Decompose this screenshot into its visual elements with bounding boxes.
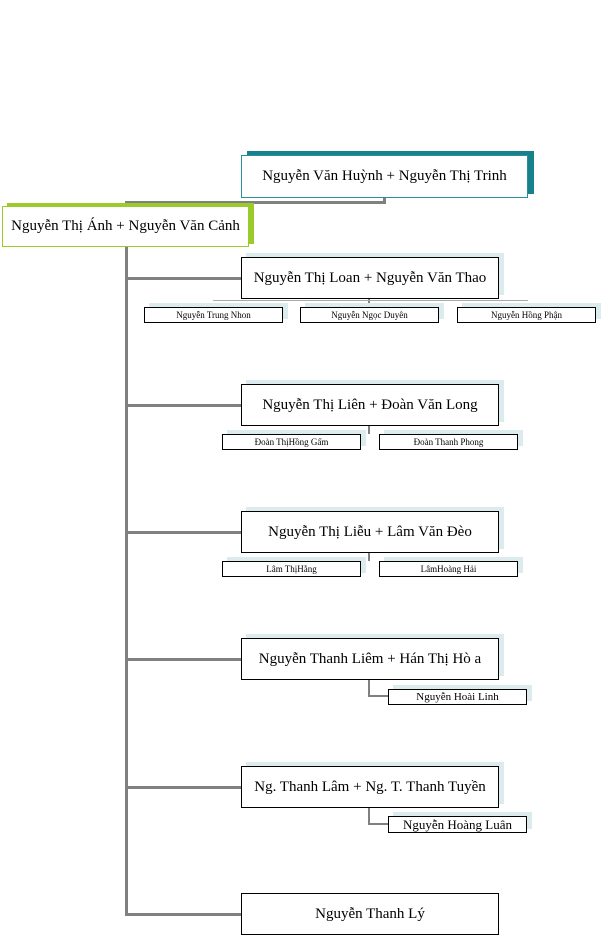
family-box-5[interactable]: Ng. Thanh Lâm + Ng. T. Thanh Tuyền <box>241 766 499 808</box>
connector-f5-drop <box>368 808 370 825</box>
connector-f4-drop <box>368 680 370 697</box>
family-box-6[interactable]: Nguyễn Thanh Lý <box>241 893 499 935</box>
child-label-2-2: Đoàn Thanh Phong <box>413 437 484 447</box>
child-label-1-1: Nguyễn Trung Nhon <box>176 310 251 320</box>
family-label-3: Nguyễn Thị Liễu + Lâm Văn Đèo <box>268 523 472 540</box>
family-label-2: Nguyễn Thị Liên + Đoàn Văn Long <box>262 396 478 413</box>
family-label-5: Ng. Thanh Lâm + Ng. T. Thanh Tuyền <box>254 778 486 795</box>
family-label-1: Nguyễn Thị Loan + Nguyễn Văn Thao <box>253 269 487 286</box>
connector-root-drop <box>383 197 386 203</box>
child-box-1-2[interactable]: Nguyễn Ngọc Duyên <box>300 307 439 323</box>
family-box-1[interactable]: Nguyễn Thị Loan + Nguyễn Văn Thao <box>241 257 499 299</box>
child-label-1-2: Nguyễn Ngọc Duyên <box>331 310 408 320</box>
child-box-2-1[interactable]: Đoàn ThịHồng Gấm <box>222 434 361 450</box>
child-box-4-1[interactable]: Nguyễn Hoài Linh <box>388 689 527 705</box>
child-box-2-2[interactable]: Đoàn Thanh Phong <box>379 434 518 450</box>
child-box-3-2[interactable]: LâmHoàng Hải <box>379 561 518 577</box>
connector-branch-6 <box>125 913 242 916</box>
connector-anh-stub <box>125 201 128 207</box>
family-label-4: Nguyễn Thanh Liêm + Hán Thị Hò a <box>258 650 482 667</box>
child-box-5-1[interactable]: Nguyễn Hoàng Luân <box>388 816 527 833</box>
connector-branch-5 <box>125 786 242 789</box>
child-label-4-1: Nguyễn Hoài Linh <box>416 691 499 703</box>
family-box-2[interactable]: Nguyễn Thị Liên + Đoàn Văn Long <box>241 384 499 426</box>
family-box-4[interactable]: Nguyễn Thanh Liêm + Hán Thị Hò a <box>241 638 499 680</box>
connector-f3-drop <box>368 553 370 561</box>
connector-branch-3 <box>125 531 242 534</box>
child-label-5-1: Nguyễn Hoàng Luân <box>402 816 513 832</box>
connector-trunk <box>125 247 128 916</box>
child-box-1-1[interactable]: Nguyễn Trung Nhon <box>144 307 283 323</box>
child-label-3-1: Lâm ThịHằng <box>266 564 317 574</box>
child-label-2-1: Đoàn ThịHồng Gấm <box>254 437 329 447</box>
connector-branch-1 <box>125 277 242 280</box>
family-label-6: Nguyễn Thanh Lý <box>315 905 425 922</box>
connector-root-to-anh <box>125 201 386 204</box>
root-couple-label: Nguyễn Văn Huỳnh + Nguyễn Thị Trinh <box>262 168 507 184</box>
connector-f2-drop <box>368 426 370 434</box>
anh-couple-box[interactable]: Nguyễn Thị Ánh + Nguyễn Văn Cảnh <box>2 206 249 247</box>
child-box-1-3[interactable]: Nguyễn Hồng Phận <box>457 307 596 323</box>
connector-f1-bar <box>213 300 528 301</box>
child-label-3-2: LâmHoàng Hải <box>420 564 477 574</box>
connector-f5-hook <box>368 823 389 825</box>
child-label-1-3: Nguyễn Hồng Phận <box>491 310 562 320</box>
connector-branch-4 <box>125 658 242 661</box>
family-box-3[interactable]: Nguyễn Thị Liễu + Lâm Văn Đèo <box>241 511 499 553</box>
root-couple-box[interactable]: Nguyễn Văn Huỳnh + Nguyễn Thị Trinh <box>241 155 528 198</box>
connector-f4-hook <box>368 695 389 697</box>
anh-couple-label: Nguyễn Thị Ánh + Nguyễn Văn Cảnh <box>11 218 240 234</box>
child-box-3-1[interactable]: Lâm ThịHằng <box>222 561 361 577</box>
connector-f1-drop <box>368 299 370 307</box>
connector-branch-2 <box>125 404 242 407</box>
